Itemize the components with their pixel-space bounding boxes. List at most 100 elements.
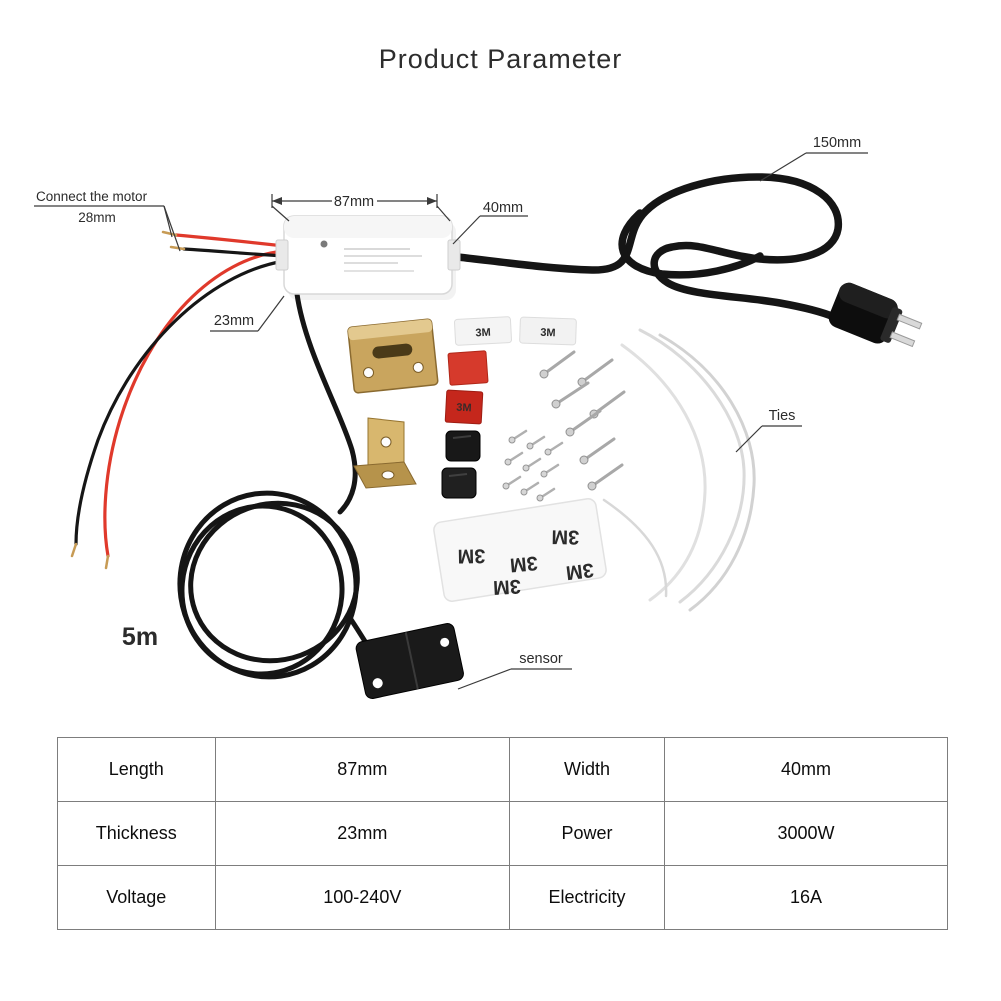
box-button [320, 240, 328, 248]
dim-23mm-label: 23mm [214, 313, 254, 329]
label-23mm: 23mm [210, 295, 285, 332]
power-plug [828, 282, 923, 348]
spec-thickness-value: 23mm [214, 801, 511, 866]
sensor-body [355, 623, 464, 699]
spec-voltage-label: Voltage [57, 865, 216, 930]
screw [508, 429, 528, 444]
bracket-slot [372, 343, 413, 359]
ties-label: Ties [769, 408, 796, 424]
dim-40mm-label: 40mm [483, 200, 523, 216]
screw [579, 437, 616, 465]
brand-mark: 3M [456, 402, 472, 415]
pad-body [454, 316, 512, 346]
screw [504, 451, 524, 466]
brand-mark: 3M [565, 558, 595, 583]
clip-highlight [452, 435, 472, 439]
l-bracket-hole [381, 470, 395, 480]
adhesive-pad-red: 3M [444, 389, 484, 425]
motor-wire-black [70, 245, 286, 558]
mounting-bracket [347, 318, 439, 394]
control-box [275, 215, 461, 300]
adhesive-pad-white: 3M [519, 316, 577, 346]
box-print-line [344, 255, 422, 257]
spec-width-value: 40mm [663, 737, 949, 802]
page-title: Product Parameter [378, 44, 623, 74]
adhesive-strip-3m: 3M 3M 3M 3M 3M [433, 498, 607, 602]
spec-electricity-label: Electricity [509, 865, 665, 930]
brand-mark: 3M [540, 327, 556, 340]
l-bracket [353, 417, 417, 489]
door-sensor [355, 623, 464, 699]
wire-copper-tip [104, 554, 110, 570]
box-print-line [344, 262, 398, 264]
brand-mark: 3M [509, 551, 539, 575]
l-bracket-hole [380, 436, 392, 448]
screw [526, 435, 546, 450]
arrow-right-icon [427, 197, 437, 205]
pad-body [444, 389, 484, 425]
brand-mark: 3M [551, 525, 579, 547]
table-row: Thickness 23mm Power 3000W [57, 801, 949, 866]
table-row: Voltage 100-240V Electricity 16A [57, 865, 949, 930]
screw [540, 463, 560, 478]
screw [587, 463, 624, 491]
screws [502, 350, 626, 502]
wire-copper-tip [70, 542, 78, 558]
box-print-line [344, 270, 414, 272]
sensor-screw-hole [372, 678, 383, 689]
box-print-line [344, 248, 410, 250]
sensor-label: sensor [519, 651, 563, 667]
screw [539, 350, 576, 379]
arrow-left-icon [272, 197, 282, 205]
sensor-split [404, 632, 419, 690]
label-connect-motor: Connect the motor 28mm [34, 189, 181, 252]
screw [544, 441, 564, 456]
plug-face [880, 307, 903, 343]
cable-clip [445, 430, 481, 462]
product-photo: 3M 3M 3M [34, 135, 923, 699]
label-ties: Ties [735, 408, 802, 453]
spec-electricity-value: 16A [663, 865, 949, 930]
spec-power-label: Power [509, 801, 665, 866]
spec-table: Length 87mm Width 40mm Thickness 23mm Po… [57, 737, 949, 930]
bracket-hole [363, 367, 375, 379]
screw [577, 358, 614, 387]
screw [520, 481, 540, 496]
label-5m: 5m [122, 623, 158, 651]
brand-mark: 3M [457, 544, 485, 566]
table-row: Length 87mm Width 40mm [57, 737, 949, 802]
cable-clip [441, 467, 477, 499]
power-cable [454, 173, 843, 321]
screw [565, 409, 602, 437]
dim-28mm-label: 28mm [78, 210, 116, 225]
screw [522, 457, 542, 472]
spec-width-label: Width [509, 737, 665, 802]
strip-body [433, 498, 607, 602]
spec-length-label: Length [57, 737, 216, 802]
screw [536, 487, 556, 502]
spec-voltage-value: 100-240V [214, 865, 511, 930]
brand-mark: 3M [492, 575, 521, 598]
box-terminal-left [275, 239, 289, 271]
zip-ties [602, 328, 756, 612]
dim-87mm: 87mm [271, 194, 451, 222]
spec-thickness-label: Thickness [57, 801, 216, 866]
label-40mm: 40mm [452, 200, 528, 245]
pad-body [519, 316, 577, 346]
plug-prong [889, 331, 916, 348]
connect-motor-label: Connect the motor [36, 189, 148, 204]
clip-body [441, 467, 477, 499]
spec-power-value: 3000W [663, 801, 949, 866]
screw [551, 381, 590, 409]
dim-150mm-label: 150mm [813, 135, 861, 151]
box-terminal-right [447, 239, 461, 271]
brand-mark: 3M [475, 327, 491, 340]
sensor-screw-hole [440, 637, 450, 647]
motor-wire-red [103, 230, 286, 570]
dim-87mm-label: 87mm [334, 194, 374, 210]
plug-prong [896, 313, 923, 330]
pad-body [447, 350, 489, 386]
spec-length-value: 87mm [214, 737, 511, 802]
label-sensor: sensor [457, 651, 572, 690]
